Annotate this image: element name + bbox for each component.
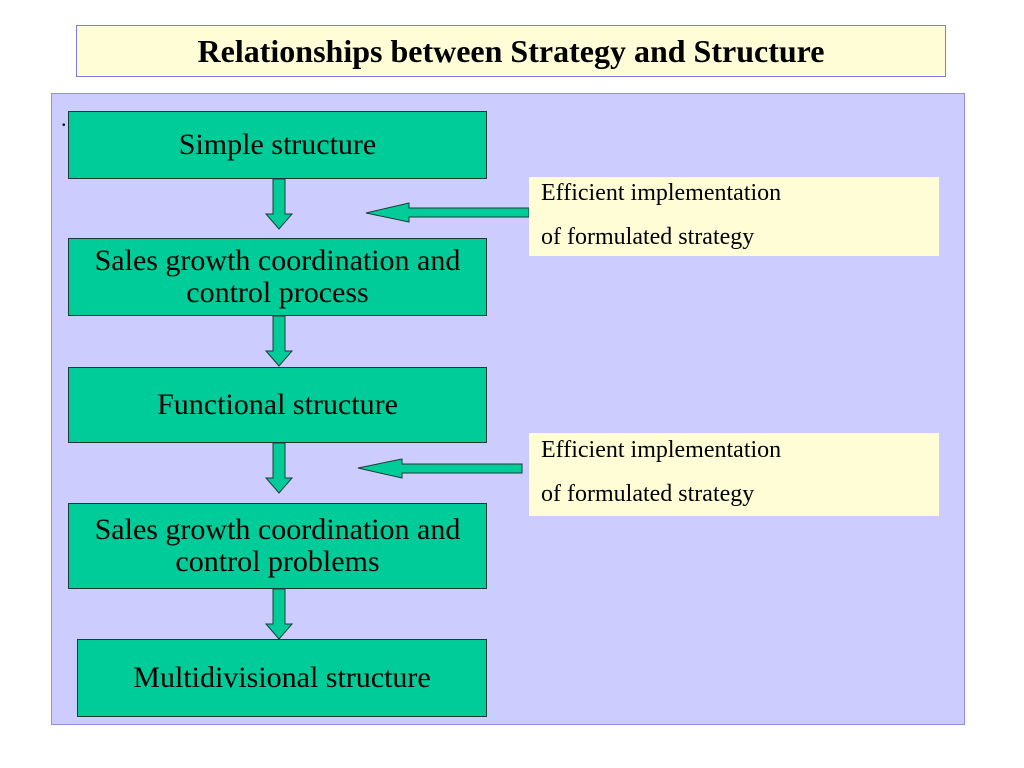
node-label: Functional structure [157,388,398,421]
note-line-1: Efficient implementation [541,437,782,463]
left-arrow-1 [365,202,530,223]
node-label: Simple structure [178,128,377,161]
node-coordination-process: Sales growth coordination and control pr… [68,238,487,316]
slide-title: Relationships between Strategy and Struc… [197,32,825,69]
node-multidivisional-structure: Multidivisional structure [77,639,487,717]
node-label: Sales growth coordination and control pr… [94,244,461,309]
node-simple-structure: Simple structure [68,111,487,179]
down-arrow-2 [264,315,294,367]
title-box: Relationships between Strategy and Struc… [76,25,946,77]
down-arrow-4 [264,588,294,640]
note-box-1: Efficient implementation of formulated s… [529,177,939,256]
left-arrow-2 [357,458,523,479]
node-functional-structure: Functional structure [68,367,487,443]
note-line-1: Efficient implementation [541,180,782,206]
stray-mark: . [61,106,67,131]
note-box-2: Efficient implementation of formulated s… [529,433,939,516]
down-arrow-1 [264,178,294,230]
node-coordination-problems: Sales growth coordination and control pr… [68,503,487,589]
node-label: Sales growth coordination and control pr… [94,513,461,578]
node-label: Multidivisional structure [133,661,431,694]
down-arrow-3 [264,442,294,494]
note-line-2: of formulated strategy [541,224,755,250]
note-line-2: of formulated strategy [541,481,755,507]
